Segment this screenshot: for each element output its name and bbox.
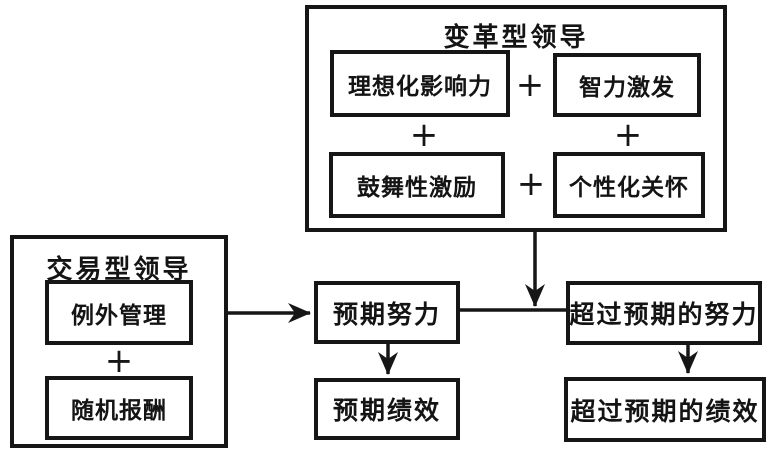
expected-effort-box: 预期努力 [314,281,460,344]
expected-performance-box: 预期绩效 [314,378,460,440]
management-by-exception-label: 例外管理 [71,302,167,329]
intellectual-stimulation-label: 智力激发 [579,75,675,101]
inspirational-motivation-label: 鼓舞性激励 [357,175,477,201]
individualized-consideration-label: 个性化关怀 [569,175,689,201]
intellectual-stimulation-box: 智力激发 [553,53,701,117]
management-by-exception-box: 例外管理 [45,280,193,345]
individualized-consideration-box: 个性化关怀 [553,152,705,218]
extra-effort-box: 超过预期的努力 [566,281,762,345]
extra-effort-label: 超过预期的努力 [569,300,759,329]
plus-sign-col1: + [409,115,439,155]
plus-sign-col2: + [613,115,643,155]
extra-performance-label: 超过预期的绩效 [570,396,760,426]
contingent-reward-box: 随机报酬 [45,376,193,440]
extra-performance-box: 超过预期的绩效 [564,377,766,442]
idealized-influence-label: 理想化影响力 [348,73,492,100]
contingent-reward-label: 随机报酬 [71,398,167,424]
transformational-leadership-title: 变革型领导 [443,23,589,53]
inspirational-motivation-box: 鼓舞性激励 [329,152,505,218]
idealized-influence-box: 理想化影响力 [330,50,510,117]
plus-sign-row2: + [516,164,546,204]
expected-performance-label: 预期绩效 [332,396,441,425]
plus-sign-transactional: + [104,341,134,381]
plus-sign-row1: + [515,65,545,105]
expected-effort-label: 预期努力 [332,299,441,329]
